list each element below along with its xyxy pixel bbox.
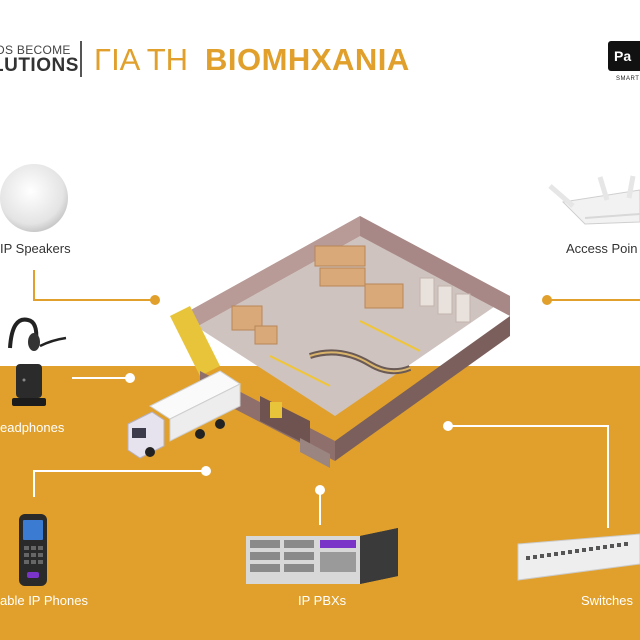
connector-dot-switches	[443, 421, 453, 431]
factory-illustration	[127, 216, 510, 468]
label-ip-pbxs: IP PBXs	[298, 593, 347, 608]
portable-phone-icon	[19, 514, 47, 586]
pbx-icon	[246, 528, 398, 584]
connector-dot-pbx	[315, 485, 325, 495]
connector-dot-access-points	[542, 295, 552, 305]
connector-dot-headphones	[125, 373, 135, 383]
brand-subtitle: SMART	[616, 76, 640, 82]
headset-icon	[8, 317, 67, 406]
connector-speakers	[33, 270, 155, 301]
label-switches: Switches	[581, 593, 634, 608]
header-divider	[80, 41, 82, 77]
label-ip-speakers: IP Speakers	[0, 241, 71, 256]
label-access-points: Access Poin	[566, 241, 638, 256]
connector-dot-speakers	[150, 295, 160, 305]
tagline-top: DS BECOME	[0, 43, 71, 57]
brand-logo: Pa	[608, 41, 640, 71]
label-portable-ip-phones: able IP Phones	[0, 593, 88, 608]
page-title: ΒΙΟΜΗΧΑΝΙΑ	[205, 42, 410, 77]
connector-portable-phones	[33, 470, 206, 497]
label-headphones: eadphones	[0, 420, 65, 435]
access-point-icon	[548, 175, 640, 225]
tagline-bottom: LUTIONS	[0, 55, 79, 76]
switch-icon	[517, 533, 640, 581]
title-prefix: ΓΙΑ ΤΗ	[94, 42, 189, 77]
connector-dot-portable-phones	[201, 466, 211, 476]
ip-speaker-icon	[0, 164, 68, 232]
connector-switches	[448, 425, 609, 528]
